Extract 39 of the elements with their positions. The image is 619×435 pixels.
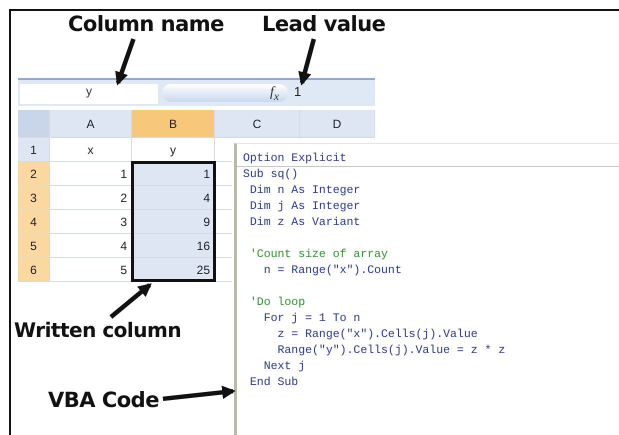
code-line: Sub sq() [243, 168, 298, 182]
code-line: z = Range("x").Cells(j).Value [276, 328, 478, 342]
code-line: Next j [262, 360, 306, 374]
column-header: B [132, 110, 215, 138]
callout-label: Column name [68, 12, 224, 36]
code-line: End Sub [248, 376, 298, 390]
function-symbol: f$_{x}$ [270, 85, 280, 103]
callout-label: VBA Code [48, 388, 159, 412]
column-header: D [300, 110, 375, 138]
grid-cell: 4 [132, 186, 215, 210]
code-line: For j = 1 To n [262, 312, 360, 326]
grid-cell: 16 [132, 234, 215, 258]
code-line: Dim z As Variant [248, 216, 360, 230]
formula-value: 1 [290, 84, 330, 104]
row-header: 1 [18, 138, 50, 162]
row-header: 3 [18, 186, 50, 210]
callout-arrow [298, 38, 316, 86]
code-line: Range("y").Cells(j).Value = z * z [276, 344, 506, 358]
callout-arrow [109, 283, 152, 319]
grid-cell: 9 [132, 210, 215, 234]
row-header: 5 [18, 234, 50, 258]
code-line: Dim n As Integer [248, 184, 360, 198]
code-line: Dim j As Integer [248, 200, 360, 214]
column-title: x [50, 138, 132, 162]
callout-arrow [162, 386, 236, 402]
row-header: 2 [18, 162, 50, 186]
callout-label: Lead value [262, 12, 386, 36]
row-header: 4 [18, 210, 50, 234]
column-header: C [215, 110, 300, 138]
callout-label: Written column [14, 318, 182, 342]
code-line: Option Explicit [243, 152, 347, 166]
code-line: n = Range("x").Count [262, 264, 402, 278]
callout-arrow [115, 38, 136, 86]
column-header: A [50, 110, 132, 138]
selected-range-outline [131, 161, 216, 282]
name-box: y [20, 84, 158, 104]
row-header: 6 [18, 258, 50, 282]
code-line: 'Do loop [248, 296, 306, 310]
code-line: 'Count size of array [248, 248, 388, 262]
